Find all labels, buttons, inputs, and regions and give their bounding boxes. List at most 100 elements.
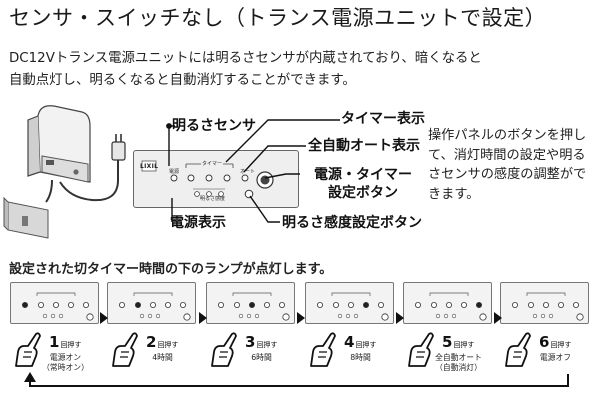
pointing-hand-icon	[408, 332, 434, 367]
sensitivity-lamp	[353, 313, 359, 319]
panel-label-timer: タイマー	[201, 160, 224, 167]
sensitivity-lamp	[50, 313, 56, 319]
callout-power-display: 電源表示	[170, 215, 226, 231]
page-title: センサ・スイッチなし（トランス電源ユニットで設定）	[9, 6, 547, 30]
press-count: 6回押す	[539, 333, 571, 351]
power-timer-button	[86, 313, 94, 321]
sensitivity-lamp	[155, 313, 161, 319]
press-count-number: 5	[442, 333, 453, 351]
mini-panel-graphic	[511, 292, 584, 321]
press-count-suffix: 回押す	[550, 341, 572, 349]
lamp-power	[118, 301, 125, 308]
panel-label-auto: オート	[240, 169, 256, 175]
sensitivity-lamp	[532, 313, 538, 319]
callout-brightness-sensor: 明るさセンサ	[172, 118, 256, 134]
lamp-t8	[558, 301, 565, 308]
step-result-label: 全自動オート（自動消灯）	[425, 353, 492, 373]
sensitivity-lamp	[337, 313, 343, 319]
callout-power-timer-button: 電源・タイマー 設定ボタン	[303, 166, 423, 202]
lamp-t6	[348, 301, 355, 308]
pointing-hand-icon	[505, 332, 531, 367]
mini-control-panel	[500, 282, 589, 324]
power-timer-button	[576, 313, 584, 321]
lamp-t6	[446, 301, 453, 308]
step-result-line-1: 電源オフ	[539, 353, 572, 362]
sensitivity-lamp	[540, 313, 546, 319]
power-timer-button	[282, 313, 290, 321]
sensitivity-lamp	[345, 313, 351, 319]
step-result-line-1: 電源オン	[49, 353, 82, 362]
lamp-auto	[83, 301, 90, 308]
lamp-power	[316, 301, 323, 308]
mini-control-panel	[10, 282, 99, 324]
step-result-line-1: 4時間	[152, 353, 173, 362]
panel-brand-logo: LIXIL	[140, 163, 159, 170]
press-count: 3回押す	[245, 333, 277, 351]
mini-panel-graphic	[21, 292, 94, 321]
lamp-auto	[180, 301, 187, 308]
sequence-arrow-3	[297, 312, 305, 324]
press-count-number: 6	[539, 333, 550, 351]
sensitivity-lamp	[254, 313, 260, 319]
mini-panel-graphic	[316, 292, 389, 321]
sensitivity-lamp	[238, 313, 244, 319]
mini-control-panel	[403, 282, 492, 324]
press-count-suffix: 回押す	[60, 341, 82, 349]
step-result-line-2: （常時オン）	[42, 363, 89, 372]
mini-panel-graphic	[217, 292, 290, 321]
mini-control-panel	[305, 282, 394, 324]
step-result-label: 電源オフ	[522, 353, 589, 363]
press-count: 5回押す	[442, 333, 474, 351]
lamp-t6	[53, 301, 60, 308]
callout-timer-display: タイマー表示	[341, 111, 425, 127]
press-step-6: 6回押す電源オフ	[500, 282, 589, 376]
press-count-suffix: 回押す	[453, 341, 475, 349]
sensitivity-lamp	[58, 313, 64, 319]
press-count-number: 1	[49, 333, 60, 351]
press-count-number: 3	[245, 333, 256, 351]
lamp-t4	[332, 301, 339, 308]
sensitivity-lamp	[548, 313, 554, 319]
pointing-hand-icon	[15, 332, 41, 367]
side-note: 操作パネルのボタンを押して、消灯時間の設定や明るさセンサの感度の調整ができます。	[428, 128, 587, 202]
step-result-line-1: 6時間	[251, 353, 272, 362]
lamp-auto	[573, 301, 580, 308]
callout-auto-display: 全自動オート表示	[308, 138, 420, 154]
sensitivity-lamp	[451, 313, 457, 319]
press-step-3: 3回押す 6時間	[206, 282, 295, 376]
step-result-line-1: 全自動オート	[435, 353, 482, 362]
sensitivity-lamp	[147, 313, 153, 319]
press-count: 4回押す	[344, 333, 376, 351]
lamp-t8	[165, 301, 172, 308]
lamp-t6	[150, 301, 157, 308]
sensitivity-lamp	[139, 313, 145, 319]
press-count-suffix: 回押す	[157, 341, 179, 349]
mini-control-panel	[107, 282, 196, 324]
step-result-label: 6時間	[228, 353, 295, 363]
sensitivity-lamp	[435, 313, 441, 319]
lamp-auto	[279, 301, 286, 308]
press-count-suffix: 回押す	[355, 341, 377, 349]
callout-power-timer-button-line2: 設定ボタン	[328, 185, 398, 201]
pointing-hand-icon	[310, 332, 336, 367]
lamp-t8	[68, 301, 75, 308]
lamp-auto	[378, 301, 385, 308]
step-result-label: 電源オン（常時オン）	[32, 353, 99, 373]
transformer-unit-illustration	[3, 105, 126, 239]
mini-panel-graphic	[118, 292, 191, 321]
callout-power-timer-button-line1: 電源・タイマー	[314, 167, 412, 183]
panel-label-power: 電源	[169, 169, 180, 175]
lamp-t4	[430, 301, 437, 308]
sensitivity-lamp	[246, 313, 252, 319]
step-result-label: 8時間	[327, 353, 394, 363]
press-count: 1回押す	[49, 333, 81, 351]
sensitivity-lamp	[443, 313, 449, 319]
panel-label-sensitivity: 明るさ感度	[200, 196, 226, 202]
press-step-5: 5回押す全自動オート（自動消灯）	[403, 282, 492, 376]
step-result-line-1: 8時間	[350, 353, 371, 362]
lamp-t8-lit	[363, 301, 370, 308]
return-to-start-arrow	[24, 372, 569, 387]
press-count-number: 4	[344, 333, 355, 351]
lamp-t4	[233, 301, 240, 308]
